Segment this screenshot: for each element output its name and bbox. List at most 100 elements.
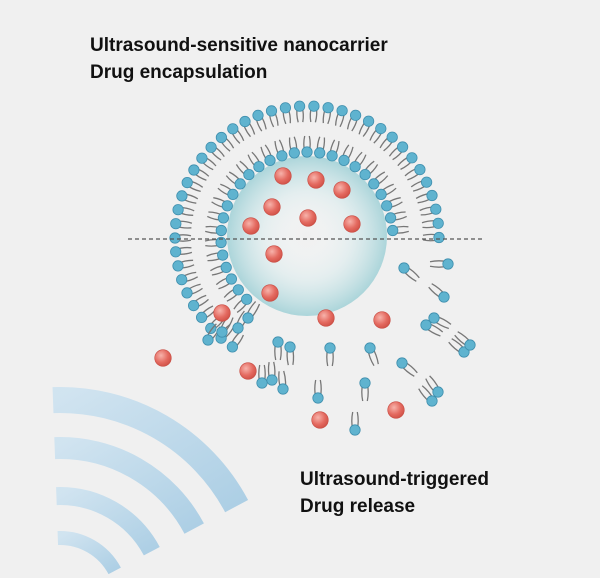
- drug-molecule-icon: [265, 245, 283, 263]
- aqueous-core: [227, 156, 387, 316]
- phospholipid-icon: [170, 218, 193, 230]
- drug-molecules: [154, 167, 405, 429]
- phospholipid-icon: [215, 273, 237, 290]
- phospholipid-icon: [404, 164, 426, 181]
- phospholipid-icon: [205, 141, 225, 161]
- phospholipid-icon: [381, 197, 403, 212]
- phospholipid-icon: [247, 151, 265, 173]
- ultrasound-wave-icon: [57, 530, 121, 575]
- ultrasound-waves: [52, 387, 249, 575]
- phospholipid-icon: [419, 203, 442, 216]
- phospholipid-icon: [387, 224, 409, 237]
- bottom-caption-line1: Ultrasound-triggered: [300, 469, 489, 490]
- phospholipid-icon: [425, 375, 444, 398]
- bottom-caption: Ultrasound-triggered Drug release: [300, 466, 489, 520]
- phospholipid-icon: [233, 293, 253, 313]
- phospholipid-icon: [349, 411, 361, 436]
- phospholipid-icon: [181, 177, 204, 193]
- bottom-caption-line2: Drug release: [300, 496, 416, 517]
- lipid-bilayer: [169, 100, 445, 353]
- phospholipid-icon: [210, 261, 232, 276]
- top-caption: Ultrasound-sensitive nanocarrier Drug en…: [90, 32, 388, 86]
- phospholipid-icon: [428, 312, 452, 330]
- phospholipid-icon: [172, 204, 195, 216]
- phospholipid-icon: [358, 115, 375, 137]
- phospholipid-icon: [418, 385, 438, 407]
- top-caption-line1: Ultrasound-sensitive nanocarrier: [90, 35, 388, 56]
- drug-molecule-icon: [299, 209, 317, 227]
- phospholipid-icon: [346, 109, 362, 132]
- phospholipid-icon: [359, 377, 371, 402]
- phospholipid-icon: [388, 141, 409, 161]
- drug-molecule-icon: [154, 349, 172, 367]
- phospholipid-icon: [379, 131, 398, 152]
- phospholipid-icon: [176, 190, 199, 204]
- phospholipid-icon: [375, 183, 397, 200]
- phospholipid-icon: [420, 319, 444, 337]
- drug-molecule-icon: [261, 284, 279, 302]
- phospholipid-icon: [312, 379, 324, 404]
- phospholipid-icon: [211, 197, 233, 212]
- phospholipid-icon: [277, 370, 289, 395]
- phospholipid-icon: [421, 217, 444, 229]
- phospholipid-icon: [256, 364, 268, 389]
- top-caption-line2: Drug encapsulation: [90, 62, 268, 83]
- phospholipid-icon: [396, 357, 418, 377]
- phospholipid-icon: [239, 115, 256, 138]
- phospholipid-icon: [338, 144, 354, 166]
- phospholipid-icon: [196, 152, 217, 171]
- phospholipid-icon: [242, 301, 261, 324]
- phospholipid-icon: [410, 176, 433, 192]
- phospholipid-icon: [172, 259, 195, 272]
- drug-molecule-icon: [307, 171, 325, 189]
- phospholipid-icon: [428, 283, 450, 303]
- phospholipid-icon: [274, 139, 288, 162]
- phospholipid-icon: [207, 211, 229, 224]
- phospholipid-icon: [326, 139, 340, 162]
- phospholipid-icon: [324, 342, 336, 367]
- phospholipid-icon: [227, 123, 245, 144]
- phospholipid-icon: [215, 131, 235, 152]
- phospholipid-icon: [176, 271, 199, 286]
- core-circle: [227, 156, 387, 316]
- phospholipid-icon: [226, 331, 245, 353]
- phospholipid-icon: [260, 144, 276, 166]
- phospholipid-icon: [322, 102, 334, 125]
- drug-molecule-icon: [311, 411, 329, 429]
- drug-molecule-icon: [343, 215, 361, 233]
- phospholipid-icon: [169, 232, 192, 244]
- phospholipid-icon: [334, 105, 348, 128]
- phospholipid-icon: [364, 342, 379, 367]
- phospholipid-icon: [384, 211, 407, 224]
- phospholipid-icon: [279, 102, 292, 125]
- phospholipid-icon: [196, 305, 217, 323]
- drug-molecule-icon: [373, 311, 391, 329]
- drug-molecule-icon: [242, 217, 260, 235]
- phospholipid-icon: [188, 164, 210, 181]
- phospholipid-icon: [225, 171, 246, 190]
- phospholipid-icon: [415, 189, 438, 204]
- phospholipid-icon: [284, 341, 296, 366]
- phospholipid-icon: [301, 135, 313, 158]
- phospholipid-icon: [223, 284, 244, 302]
- phospholipid-icon: [359, 160, 379, 181]
- drug-molecule-icon: [274, 167, 292, 185]
- phospholipid-icon: [308, 100, 320, 123]
- phospholipid-icon: [398, 262, 420, 282]
- phospholipid-icon: [314, 136, 326, 159]
- ultrasound-wave-icon: [52, 387, 249, 513]
- released-lipids: [202, 258, 476, 436]
- phospholipid-icon: [368, 171, 389, 190]
- phospholipid-icon: [422, 231, 445, 244]
- phospholipid-icon: [217, 183, 239, 200]
- phospholipid-icon: [266, 361, 278, 386]
- drug-molecule-icon: [317, 309, 335, 327]
- phospholipid-icon: [235, 160, 255, 181]
- phospholipid-icon: [204, 236, 227, 249]
- phospholipid-icon: [349, 151, 367, 173]
- phospholipid-icon: [265, 105, 279, 128]
- phospholipid-icon: [288, 136, 300, 159]
- phospholipid-icon: [429, 258, 454, 270]
- phospholipid-icon: [454, 331, 476, 351]
